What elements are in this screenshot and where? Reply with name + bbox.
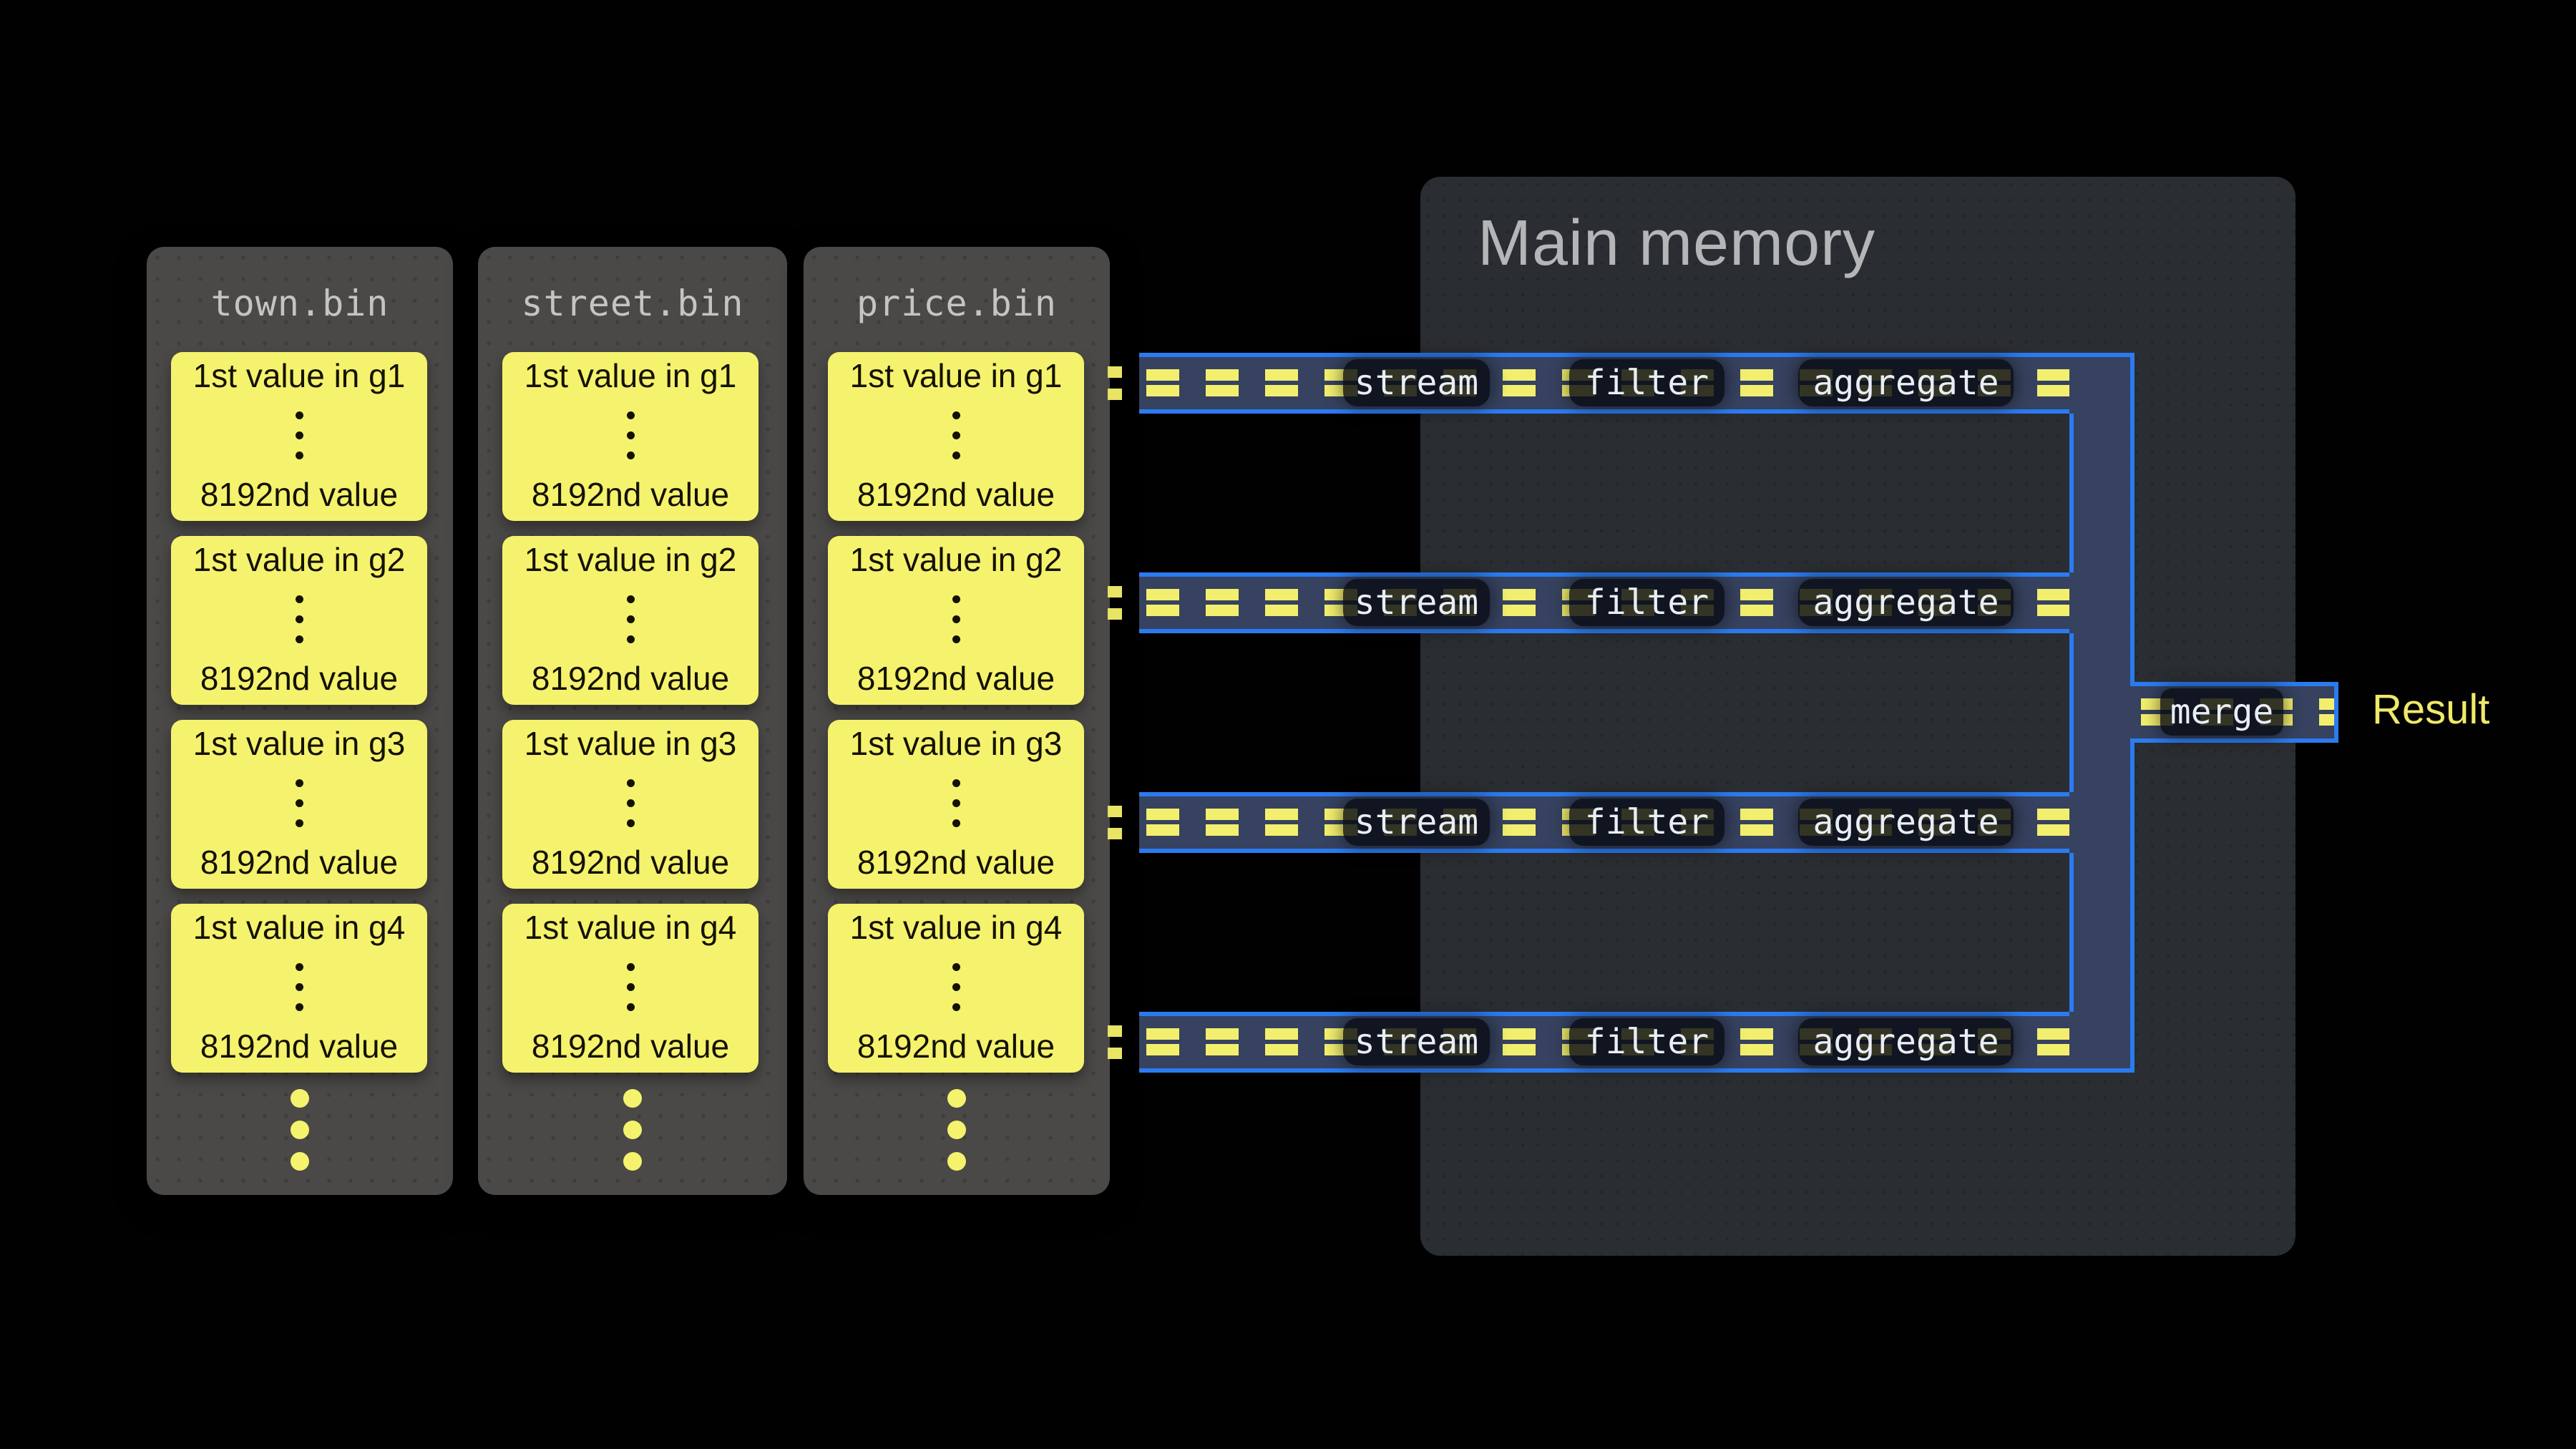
last-value-label: 8192nd value (531, 660, 730, 697)
value-block-g4: 1st value in g4 8192nd value (171, 904, 427, 1073)
first-value-label: 1st value in g4 (849, 909, 1063, 946)
stream-op-box: stream (1343, 1018, 1490, 1065)
data-dash-stub (1108, 586, 1122, 620)
value-block-g2: 1st value in g2 8192nd value (502, 536, 758, 705)
value-block-g1: 1st value in g1 8192nd value (502, 352, 758, 521)
file-name-label: town.bin (210, 283, 389, 324)
ellipsis-icon (952, 779, 960, 827)
aggregate-op-box: aggregate (1798, 799, 2014, 846)
more-groups-ellipsis-icon (478, 1089, 787, 1171)
data-dash-stub (1108, 366, 1122, 400)
ellipsis-icon (626, 411, 635, 459)
value-block-g1: 1st value in g1 8192nd value (828, 352, 1084, 521)
value-block-g1: 1st value in g1 8192nd value (171, 352, 427, 521)
data-dash-stub (1108, 1025, 1122, 1059)
file-column-price: price.bin 1st value in g1 8192nd value 1… (804, 247, 1110, 1195)
last-value-label: 8192nd value (200, 476, 399, 513)
value-block-g2: 1st value in g2 8192nd value (171, 536, 427, 705)
stream-op-box: stream (1343, 579, 1490, 626)
ellipsis-icon (295, 595, 303, 643)
ellipsis-icon (626, 779, 635, 827)
first-value-label: 1st value in g3 (849, 725, 1063, 762)
value-block-g2: 1st value in g2 8192nd value (828, 536, 1084, 705)
pipeline-row-3: stream filter aggregate (1139, 792, 2069, 853)
last-value-label: 8192nd value (200, 660, 399, 697)
last-value-label: 8192nd value (200, 1028, 399, 1065)
first-value-label: 1st value in g2 (524, 541, 737, 578)
result-label: Result (2372, 686, 2490, 733)
first-value-label: 1st value in g4 (524, 909, 737, 946)
aggregate-op-box: aggregate (1798, 1018, 2014, 1065)
last-value-label: 8192nd value (531, 1028, 730, 1065)
more-groups-ellipsis-icon (804, 1089, 1110, 1171)
first-value-label: 1st value in g2 (192, 541, 406, 578)
pipe-junction-4 (2069, 1012, 2130, 1073)
filter-op-box: filter (1569, 1018, 1724, 1065)
last-value-label: 8192nd value (857, 1028, 1055, 1065)
merge-pipe: merge (2130, 682, 2338, 743)
aggregate-op-box: aggregate (1798, 579, 2014, 626)
filter-op-box: filter (1569, 799, 1724, 846)
file-name-label: street.bin (521, 283, 744, 324)
aggregate-op-box: aggregate (1798, 359, 2014, 406)
ellipsis-icon (952, 962, 960, 1011)
more-groups-ellipsis-icon (147, 1089, 453, 1171)
last-value-label: 8192nd value (531, 476, 730, 513)
file-column-town: town.bin 1st value in g1 8192nd value 1s… (147, 247, 453, 1195)
value-block-g3: 1st value in g3 8192nd value (502, 720, 758, 889)
data-dash-stub (1108, 806, 1122, 839)
collector-pipe (2069, 353, 2130, 1073)
file-name-label: price.bin (857, 283, 1057, 324)
file-column-street: street.bin 1st value in g1 8192nd value … (478, 247, 787, 1195)
value-block-g4: 1st value in g4 8192nd value (828, 904, 1084, 1073)
last-value-label: 8192nd value (200, 844, 399, 881)
first-value-label: 1st value in g1 (524, 357, 737, 394)
main-memory-title: Main memory (1478, 208, 1876, 279)
ellipsis-icon (295, 779, 303, 827)
pipe-junction-3 (2069, 792, 2130, 853)
last-value-label: 8192nd value (857, 844, 1055, 881)
pipe-junction-2 (2069, 572, 2130, 633)
filter-op-box: filter (1569, 579, 1724, 626)
last-value-label: 8192nd value (857, 660, 1055, 697)
pipe-junction-1 (2069, 353, 2130, 414)
ellipsis-icon (626, 962, 635, 1011)
merge-op-box: merge (2160, 688, 2283, 736)
pipeline-row-1: stream filter aggregate (1139, 353, 2069, 414)
value-block-g3: 1st value in g3 8192nd value (828, 720, 1084, 889)
stream-op-box: stream (1343, 799, 1490, 846)
ellipsis-icon (626, 595, 635, 643)
first-value-label: 1st value in g1 (849, 357, 1063, 394)
first-value-label: 1st value in g1 (192, 357, 406, 394)
value-block-g4: 1st value in g4 8192nd value (502, 904, 758, 1073)
first-value-label: 1st value in g3 (192, 725, 406, 762)
ellipsis-icon (952, 595, 960, 643)
first-value-label: 1st value in g3 (524, 725, 737, 762)
last-value-label: 8192nd value (531, 844, 730, 881)
collector-pipe-border (2130, 353, 2135, 682)
pipeline-row-2: stream filter aggregate (1139, 572, 2069, 633)
filter-op-box: filter (1569, 359, 1724, 406)
first-value-label: 1st value in g4 (192, 909, 406, 946)
first-value-label: 1st value in g2 (849, 541, 1063, 578)
stream-op-box: stream (1343, 359, 1490, 406)
ellipsis-icon (295, 411, 303, 459)
ellipsis-icon (295, 962, 303, 1011)
last-value-label: 8192nd value (857, 476, 1055, 513)
ellipsis-icon (952, 411, 960, 459)
collector-pipe-border (2130, 743, 2135, 1073)
value-block-g3: 1st value in g3 8192nd value (171, 720, 427, 889)
pipeline-row-4: stream filter aggregate (1139, 1012, 2069, 1073)
